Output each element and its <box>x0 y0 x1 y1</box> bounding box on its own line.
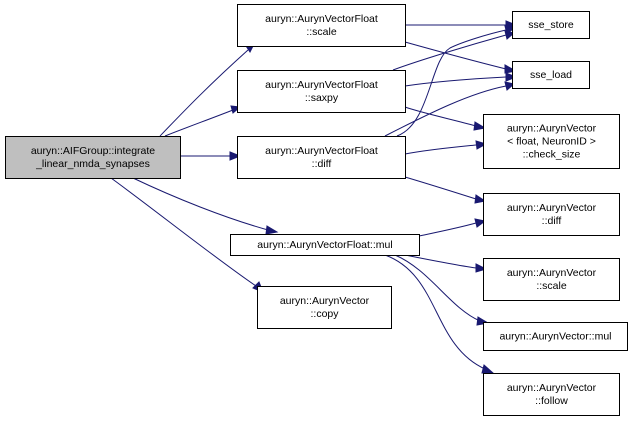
edge-vfdiff-to-sse_store <box>396 25 516 137</box>
node-label-line: auryn::AurynVector <box>507 382 597 394</box>
node-box <box>483 193 620 236</box>
edge-root-to-vfdiff <box>180 151 242 161</box>
arrowhead <box>504 81 516 91</box>
node-box <box>237 136 406 179</box>
edge-line <box>404 176 477 200</box>
node-box <box>237 70 406 113</box>
edge-line <box>164 109 234 137</box>
edge-root-to-vfmul <box>132 177 279 235</box>
node-label-line: ::scale <box>306 26 337 38</box>
node-label-line: auryn::AurynVector <box>280 295 370 307</box>
node-label-line: sse_load <box>530 69 572 81</box>
arrowhead <box>505 72 518 82</box>
node-box <box>512 11 590 39</box>
node-label-line: auryn::AurynVectorFloat::mul <box>257 239 392 251</box>
node-sse-load[interactable]: sse_load <box>512 61 590 89</box>
edge-vfdiff-to-sse_load <box>384 81 516 137</box>
arrowhead <box>474 194 487 204</box>
node-check-size[interactable]: auryn::AurynVector< float, NeuronID >::c… <box>483 114 620 169</box>
edge-line <box>396 29 507 137</box>
node-sse-store[interactable]: sse_store <box>512 11 590 39</box>
edge-line <box>132 177 269 231</box>
node-box <box>483 258 620 301</box>
node-scale[interactable]: auryn::AurynVectorFloat::scale <box>237 4 406 47</box>
node-label-line: auryn::AurynVector::mul <box>499 331 611 343</box>
node-label-line: sse_store <box>528 19 574 31</box>
edge-vfdiff-to-check_size <box>404 140 488 155</box>
node-vmul[interactable]: auryn::AurynVector::mul <box>483 322 628 351</box>
arrowhead <box>504 25 516 35</box>
node-label-line: auryn::AurynVector <box>507 123 597 135</box>
node-label-line: auryn::AIFGroup::integrate <box>31 145 155 157</box>
node-box <box>483 114 620 169</box>
arrowhead <box>475 140 488 150</box>
node-label-line: ::copy <box>310 308 339 320</box>
node-label-line: _linear_nmda_synapses <box>35 158 150 170</box>
node-box <box>5 136 181 179</box>
node-label-line: ::saxpy <box>305 92 339 104</box>
edge-scale-to-sse_load <box>404 41 518 74</box>
edge-root-to-saxpy <box>164 105 242 137</box>
node-label-line: auryn::AurynVectorFloat <box>265 79 378 91</box>
edge-saxpy-to-check_size <box>404 106 487 131</box>
node-label-line: auryn::AurynVectorFloat <box>265 13 378 25</box>
edge-line <box>404 144 477 155</box>
node-box <box>512 61 590 89</box>
edge-line <box>404 106 477 127</box>
node-box <box>483 373 620 416</box>
node-label-line: ::diff <box>312 158 332 170</box>
node-vfmul[interactable]: auryn::AurynVectorFloat::mul <box>230 234 420 256</box>
edge-vfmul-to-vdiff <box>418 218 487 237</box>
arrowhead <box>265 225 279 235</box>
edge-line <box>159 49 249 137</box>
edge-line <box>404 41 507 70</box>
edge-vfmul-to-vmul <box>394 254 490 326</box>
node-root[interactable]: auryn::AIFGroup::integrate_linear_nmda_s… <box>5 136 181 179</box>
edge-saxpy-to-sse_store <box>392 30 516 71</box>
edge-line <box>384 254 486 370</box>
node-label-line: ::follow <box>535 395 568 407</box>
edge-saxpy-to-sse_load <box>404 72 518 87</box>
edge-line <box>392 34 507 71</box>
edge-line <box>394 254 481 322</box>
edge-line <box>404 76 507 87</box>
node-box <box>237 4 406 47</box>
node-vscale[interactable]: auryn::AurynVector::scale <box>483 258 620 301</box>
edge-line <box>110 177 257 287</box>
node-label-line: ::check_size <box>523 149 581 161</box>
node-label-line: auryn::AurynVector <box>507 267 597 279</box>
node-label-line: < float, NeuronID > <box>507 136 596 148</box>
arrowhead <box>229 151 242 161</box>
node-vfollow[interactable]: auryn::AurynVector::follow <box>483 373 620 416</box>
nodes-layer: auryn::AIFGroup::integrate_linear_nmda_s… <box>5 4 628 416</box>
edge-line <box>418 222 477 237</box>
arrowhead <box>481 364 495 374</box>
node-label-line: ::scale <box>536 280 567 292</box>
arrowhead <box>475 263 488 273</box>
arrowhead <box>473 121 487 131</box>
node-copy[interactable]: auryn::AurynVector::copy <box>257 286 392 329</box>
node-box <box>230 234 420 256</box>
arrowhead <box>474 218 487 228</box>
node-vfdiff[interactable]: auryn::AurynVectorFloat::diff <box>237 136 406 179</box>
node-box <box>483 322 628 351</box>
node-label-line: auryn::AurynVectorFloat <box>265 145 378 157</box>
edge-line <box>384 85 507 137</box>
node-box <box>257 286 392 329</box>
edge-scale-to-sse_store <box>405 20 518 30</box>
edge-vfmul-to-vfollow <box>384 254 495 374</box>
node-saxpy[interactable]: auryn::AurynVectorFloat::saxpy <box>237 70 406 113</box>
node-label-line: auryn::AurynVector <box>507 202 597 214</box>
node-vdiff[interactable]: auryn::AurynVector::diff <box>483 193 620 236</box>
edge-vfmul-to-vscale <box>404 254 488 273</box>
node-label-line: ::diff <box>542 215 562 227</box>
edge-vfdiff-to-vdiff <box>404 176 487 204</box>
edge-line <box>404 254 477 269</box>
